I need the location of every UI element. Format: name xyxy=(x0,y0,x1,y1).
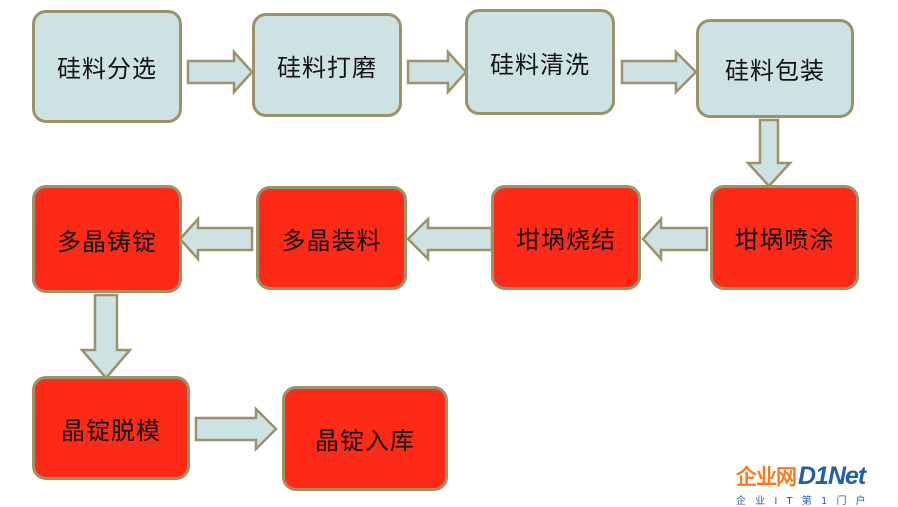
step-silicon-sorting: 硅料分选 xyxy=(32,10,182,123)
arrow-down-icon xyxy=(79,293,133,380)
step-silicon-grinding: 硅料打磨 xyxy=(252,13,402,117)
logo-name-cn: 企业网 xyxy=(736,465,797,489)
logo-name-en: D1Net xyxy=(798,461,866,490)
step-crucible-spraying: 坩埚喷涂 xyxy=(710,185,859,290)
step-label: 硅料清洗 xyxy=(490,50,590,79)
step-label: 硅料分选 xyxy=(57,55,157,83)
arrow-right-icon xyxy=(194,405,278,453)
arrow-left-icon xyxy=(178,215,254,263)
step-silicon-cleaning: 硅料清洗 xyxy=(465,9,615,115)
arrow-right-icon xyxy=(620,48,698,96)
step-label: 晶锭脱模 xyxy=(61,416,161,445)
arrow-down-icon xyxy=(745,118,793,188)
step-silicon-packaging: 硅料包装 xyxy=(696,19,854,118)
step-label: 多晶铸锭 xyxy=(57,227,157,256)
step-multicrystal-casting: 多晶铸锭 xyxy=(32,185,182,293)
step-label: 多晶装料 xyxy=(281,226,382,255)
arrow-left-icon xyxy=(406,215,494,263)
logo-slogan: 企 业 I T 第 1 门 户 xyxy=(736,496,869,507)
step-label: 坩埚烧结 xyxy=(516,226,616,254)
step-ingot-storage: 晶锭入库 xyxy=(282,386,448,491)
step-label: 硅料打磨 xyxy=(277,53,377,82)
step-label: 坩埚喷涂 xyxy=(734,226,835,254)
step-ingot-demolding: 晶锭脱模 xyxy=(32,376,190,480)
step-label: 硅料包装 xyxy=(725,57,825,85)
step-crucible-sintering: 坩埚烧结 xyxy=(491,185,641,290)
arrow-right-icon xyxy=(186,48,254,96)
arrow-left-icon xyxy=(641,215,709,263)
d1net-logo: 企业网 D1Net 企 业 I T 第 1 门 户 xyxy=(736,461,898,507)
step-label: 晶锭入库 xyxy=(315,427,415,455)
step-multicrystal-loading: 多晶装料 xyxy=(256,186,407,290)
arrow-right-icon xyxy=(406,48,468,96)
